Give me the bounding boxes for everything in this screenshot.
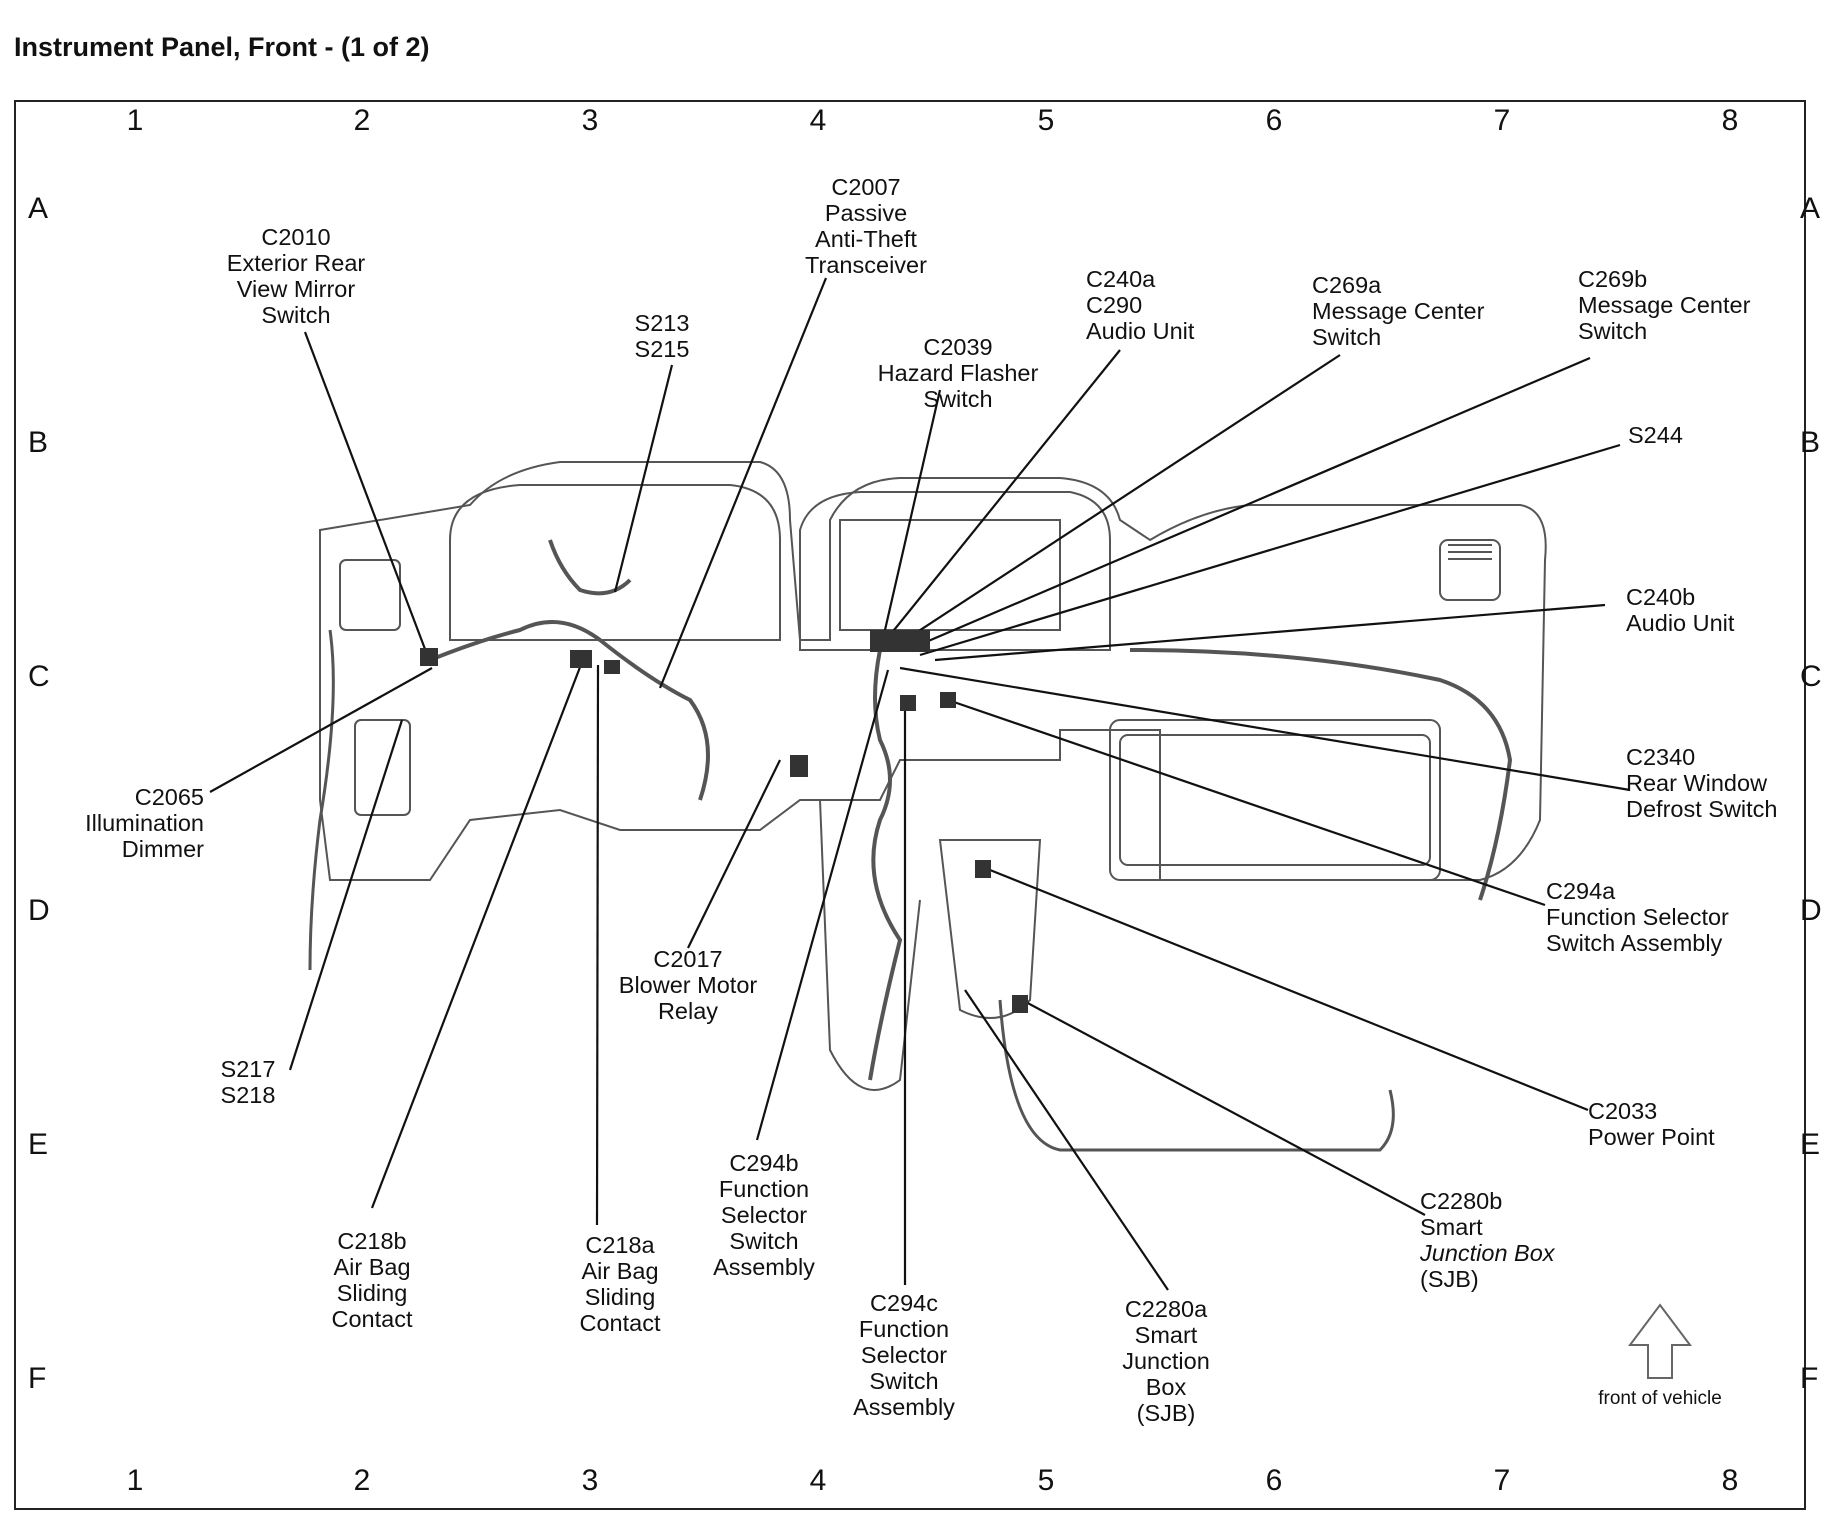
page-title: Instrument Panel, Front - (1 of 2) xyxy=(14,32,430,62)
grid-col-bottom: 5 xyxy=(1037,1464,1055,1497)
leader-lines xyxy=(209,277,1631,1291)
grid-row-left: F xyxy=(28,1362,47,1395)
grid-row-left: E xyxy=(28,1128,49,1161)
grid-col-bottom: 3 xyxy=(581,1464,599,1497)
grid-row-right: C xyxy=(1800,660,1822,693)
grid-col-bottom: 8 xyxy=(1721,1464,1739,1497)
grid-row-right: F xyxy=(1800,1362,1819,1395)
front-of-vehicle-label: front of vehicle xyxy=(1598,1388,1722,1409)
grid-col-top: 1 xyxy=(126,104,144,137)
connectors xyxy=(420,630,1028,1013)
grid-col-top: 2 xyxy=(353,104,371,137)
grid-col-top: 5 xyxy=(1037,104,1055,137)
grid-row-right: A xyxy=(1800,192,1821,225)
callout-s244: S244 xyxy=(1628,422,1683,448)
panel-outline xyxy=(308,461,1547,1152)
grid-row-left: D xyxy=(28,894,50,927)
grid-col-bottom: 7 xyxy=(1493,1464,1511,1497)
grid-col-top: 3 xyxy=(581,104,599,137)
grid-col-top: 7 xyxy=(1493,104,1511,137)
diagram-frame xyxy=(14,100,1806,1510)
grid-row-right: D xyxy=(1800,894,1822,927)
grid-col-bottom: 4 xyxy=(809,1464,827,1497)
grid-row-right: E xyxy=(1800,1128,1821,1161)
up-arrow-outline-icon xyxy=(1628,1303,1692,1379)
grid-col-top: 8 xyxy=(1721,104,1739,137)
grid-row-left: B xyxy=(28,426,49,459)
grid-col-top: 4 xyxy=(809,104,827,137)
grid-col-top: 6 xyxy=(1265,104,1283,137)
grid-col-bottom: 6 xyxy=(1265,1464,1283,1497)
grid-row-left: C xyxy=(28,660,50,693)
grid-row-right: B xyxy=(1800,426,1821,459)
grid-row-left: A xyxy=(28,192,49,225)
grid-col-bottom: 2 xyxy=(353,1464,371,1497)
grid-col-bottom: 1 xyxy=(126,1464,144,1497)
